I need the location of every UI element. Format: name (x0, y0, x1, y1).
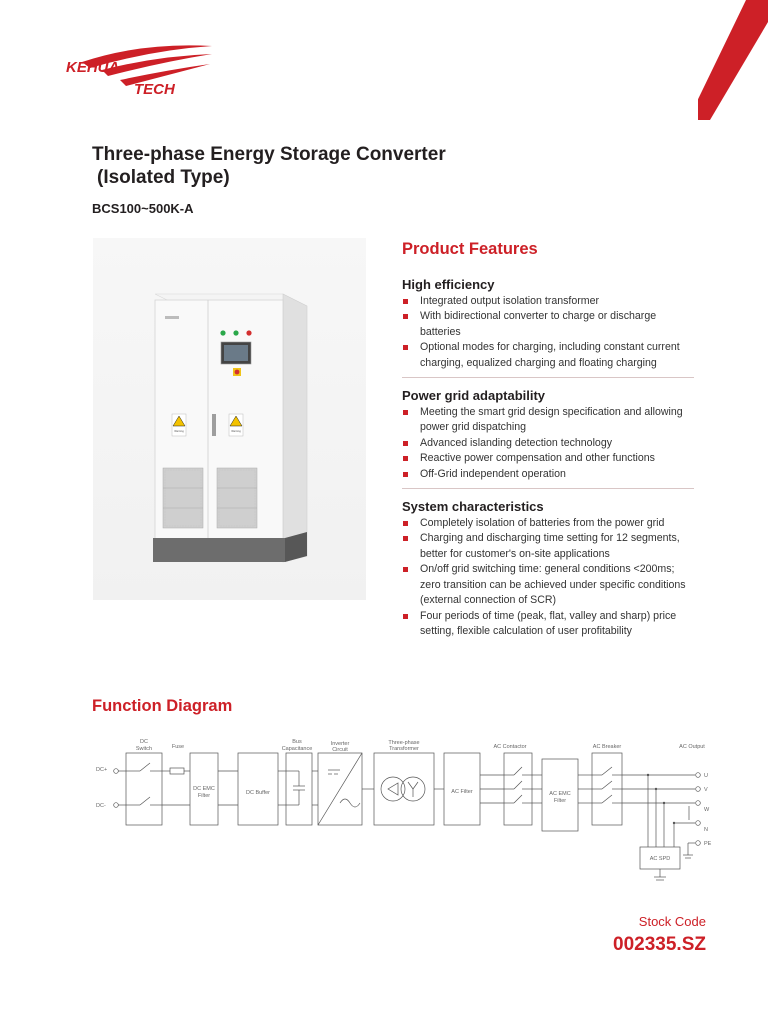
label-bus-capacitance-1: Bus (292, 739, 302, 745)
title-line-2: (Isolated Type) (97, 167, 230, 188)
section-title: Power grid adaptability (402, 388, 546, 404)
feature-item: Optional modes for charging, including c… (402, 340, 694, 371)
stock-code-label: Stock Code (638, 914, 706, 929)
warning-label-right: Warning (231, 429, 241, 433)
feature-item: Completely isolation of batteries from t… (402, 516, 694, 531)
label-ac-emc-2: Filter (554, 798, 566, 804)
feature-item: Charging and discharging time setting fo… (402, 531, 694, 562)
function-diagram-title: Function Diagram (92, 697, 233, 715)
label-inverter-1: Inverter (331, 741, 350, 747)
feature-list: Integrated output isolation transformer … (402, 294, 694, 371)
feature-item: Four periods of time (peak, flat, valley… (402, 609, 694, 640)
warning-label-left: Warning (174, 429, 184, 433)
feature-section-efficiency: High efficiency Integrated output isolat… (402, 277, 694, 371)
label-transformer-2: Transformer (389, 746, 419, 752)
label-pe: PE (704, 841, 712, 847)
label-w: W (704, 807, 710, 813)
product-features: Product Features High efficiency Integra… (402, 240, 694, 639)
section-title: System characteristics (402, 499, 544, 515)
section-divider (402, 488, 694, 490)
label-ac-filter: AC Filter (451, 789, 473, 795)
label-dc-buffer: DC Buffer (246, 790, 270, 796)
label-ac-spd: AC SPD (650, 856, 671, 862)
label-v: V (704, 787, 708, 793)
label-dc-plus: DC+ (96, 767, 107, 773)
feature-item: Reactive power compensation and other fu… (402, 451, 694, 466)
product-image: Warning Warning (93, 238, 366, 600)
features-title: Product Features (402, 240, 538, 258)
label-fuse: Fuse (172, 744, 184, 750)
feature-list: Completely isolation of batteries from t… (402, 516, 694, 639)
section-divider (402, 377, 694, 379)
label-n: N (704, 827, 708, 833)
label-bus-capacitance-2: Capacitance (282, 746, 313, 752)
label-inverter-2: Circuit (332, 747, 348, 753)
label-dc-emc-1: DC EMC (193, 786, 215, 792)
page-title: Three-phase Energy Storage Converter (Is… (92, 143, 446, 189)
title-line-1: Three-phase Energy Storage Converter (92, 144, 446, 165)
label-dc-switch-2: Switch (136, 746, 152, 752)
logo-text-kehua: KEHUA (66, 59, 119, 76)
label-ac-output: AC Output (679, 744, 705, 750)
function-diagram: DC Switch Fuse Bus Capacitance Inverter … (96, 739, 712, 881)
label-ac-contactor: AC Contactor (493, 744, 526, 750)
stock-code-value: 002335.SZ (613, 934, 706, 955)
energy-storage-cabinet-illustration: Warning Warning (153, 293, 308, 563)
section-title: High efficiency (402, 277, 495, 292)
feature-item: Integrated output isolation transformer (402, 294, 694, 309)
kehua-tech-logo: KEHUA TECH (66, 45, 212, 98)
label-ac-emc-1: AC EMC (549, 791, 570, 797)
corner-stripe-decoration (698, 0, 768, 120)
feature-list: Meeting the smart grid design specificat… (402, 405, 694, 482)
feature-section-system: System characteristics Completely isolat… (402, 499, 694, 639)
feature-item: Off-Grid independent operation (402, 467, 694, 482)
label-transformer-1: Three-phase (388, 740, 419, 746)
feature-item: With bidirectional converter to charge o… (402, 309, 694, 340)
label-u: U (704, 773, 708, 779)
feature-section-grid-adaptability: Power grid adaptability Meeting the smar… (402, 388, 694, 482)
model-number: BCS100~500K-A (92, 201, 194, 216)
label-dc-emc-2: Filter (198, 793, 210, 799)
label-dc-switch-1: DC (140, 739, 148, 745)
label-ac-breaker: AC Breaker (593, 744, 622, 750)
label-dc-minus: DC- (96, 803, 106, 809)
feature-item: Advanced islanding detection technology (402, 436, 694, 451)
feature-item: Meeting the smart grid design specificat… (402, 405, 694, 436)
feature-item: On/off grid switching time: general cond… (402, 562, 694, 608)
logo-text-tech: TECH (134, 81, 176, 98)
